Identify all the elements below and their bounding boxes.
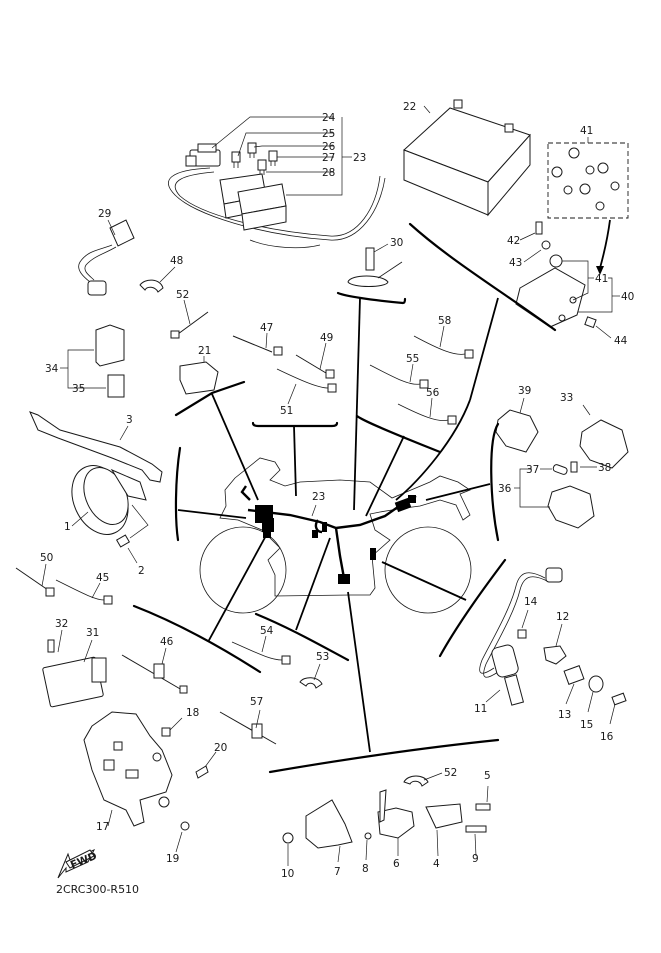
tie-46: 46 <box>121 636 188 694</box>
label-30: 30 <box>390 237 403 249</box>
fuse-box-group: 24 25 26 27 28 23 <box>168 112 386 249</box>
bottom-group: 10 7 8 6 4 5 9 52 <box>281 767 491 880</box>
label-29: 29 <box>98 208 111 220</box>
battery: 22 <box>403 99 531 217</box>
ties-58-55-56: 58 55 56 <box>369 315 474 425</box>
label-51: 51 <box>280 405 293 417</box>
fuse-25 <box>231 151 241 168</box>
sensor-11: 11 14 12 13 15 16 <box>474 567 627 743</box>
bolt-30: 30 <box>347 237 403 287</box>
label-36: 36 <box>498 483 512 495</box>
horn-assembly: 3 1 2 <box>29 411 163 577</box>
cable-tie-52: 52 <box>170 289 209 339</box>
tie-54-clamp-53: 54 53 <box>231 625 329 689</box>
fuse-box <box>219 173 287 231</box>
label-37: 37 <box>526 464 539 476</box>
diagram-code: 2CRC300-R510 <box>56 883 139 896</box>
label-32: 32 <box>55 618 68 630</box>
label-47: 47 <box>260 322 273 334</box>
label-39: 39 <box>518 385 531 397</box>
label-35: 35 <box>72 383 85 395</box>
label-16: 16 <box>600 731 614 743</box>
ties-50-45: 50 45 <box>15 552 113 605</box>
label-17: 17 <box>96 821 109 833</box>
label-9: 9 <box>472 853 479 865</box>
label-33: 33 <box>560 392 573 404</box>
label-53: 53 <box>316 651 329 663</box>
label-15: 15 <box>580 719 593 731</box>
label-45: 45 <box>96 572 109 584</box>
label-27: 27 <box>322 152 335 164</box>
label-8: 8 <box>362 863 369 875</box>
coupler-24 <box>185 143 221 167</box>
relay-assembly-34: 34 35 <box>45 324 125 398</box>
label-42: 42 <box>507 235 520 247</box>
label-26: 26 <box>322 141 336 153</box>
fuse-27 <box>268 150 278 166</box>
label-4: 4 <box>433 858 440 870</box>
clamp-48: 48 <box>139 255 183 293</box>
label-56: 56 <box>426 387 440 399</box>
label-7: 7 <box>334 866 341 878</box>
label-24: 24 <box>322 112 336 124</box>
lead-29: 29 <box>78 208 135 296</box>
label-44: 44 <box>614 335 628 347</box>
label-19: 19 <box>166 853 179 865</box>
rectifier-31: 32 31 <box>42 618 107 708</box>
label-46: 46 <box>160 636 174 648</box>
label-48: 48 <box>170 255 183 267</box>
label-34: 34 <box>45 363 59 375</box>
label-6: 6 <box>393 858 400 870</box>
label-41-top: 41 <box>580 125 593 137</box>
label-41: 41 <box>595 273 608 285</box>
label-1: 1 <box>64 521 71 533</box>
label-3: 3 <box>126 414 133 426</box>
label-31: 31 <box>86 627 99 639</box>
connector-cover-21: 21 <box>179 345 219 395</box>
label-18: 18 <box>186 707 199 719</box>
damper-kit: 41 <box>547 125 629 275</box>
label-14: 14 <box>524 596 538 608</box>
label-40: 40 <box>621 291 634 303</box>
motorcycle-silhouette <box>199 457 472 614</box>
bracket-17: 17 18 20 19 <box>83 707 227 865</box>
label-28: 28 <box>322 167 335 179</box>
group-brackets <box>132 222 557 774</box>
fuse-26 <box>247 142 257 158</box>
label-55: 55 <box>406 353 419 365</box>
label-5: 5 <box>484 770 491 782</box>
tie-57: 57 <box>219 696 277 745</box>
control-unit: 42 43 41 40 44 <box>507 221 634 347</box>
label-58: 58 <box>438 315 451 327</box>
label-50: 50 <box>40 552 53 564</box>
label-20: 20 <box>214 742 227 754</box>
label-22: 22 <box>403 101 416 113</box>
label-10: 10 <box>281 868 294 880</box>
ties-47-49-51: 47 49 51 <box>232 322 337 417</box>
label-43: 43 <box>509 257 522 269</box>
fuse-28 <box>257 159 267 175</box>
label-23-top: 23 <box>353 152 366 164</box>
callout-arrows <box>177 297 499 753</box>
label-21: 21 <box>198 345 211 357</box>
label-12: 12 <box>556 611 569 623</box>
label-11: 11 <box>474 703 487 715</box>
label-2: 2 <box>138 565 145 577</box>
label-38: 38 <box>598 462 611 474</box>
label-49: 49 <box>320 332 333 344</box>
label-52-top: 52 <box>176 289 189 301</box>
label-52: 52 <box>444 767 457 779</box>
relays-right: 39 33 38 36 37 <box>495 385 629 529</box>
fwd-arrow-icon: FWD <box>57 849 99 879</box>
label-54: 54 <box>260 625 274 637</box>
label-57: 57 <box>250 696 263 708</box>
label-25: 25 <box>322 128 335 140</box>
label-23: 23 <box>312 491 325 503</box>
wire-harness: 23 <box>240 485 417 584</box>
label-13: 13 <box>558 709 571 721</box>
